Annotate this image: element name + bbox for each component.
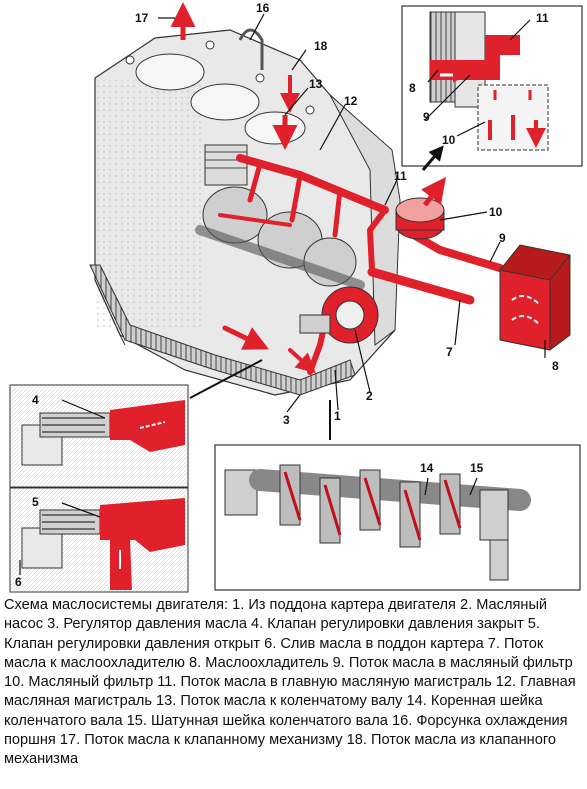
label-2: 2: [366, 389, 373, 403]
label-11: 11: [394, 169, 407, 183]
oil-pump: [299, 286, 379, 344]
inset-label-8: 8: [409, 81, 416, 95]
inset-label-9: 9: [423, 110, 430, 124]
engine-block: [89, 29, 401, 396]
label-3: 3: [283, 413, 290, 427]
label-4: 4: [32, 393, 39, 407]
label-16: 16: [256, 1, 270, 15]
label-14: 14: [420, 461, 434, 475]
label-7: 7: [446, 345, 453, 359]
oil-passages: [218, 154, 504, 375]
label-10: 10: [489, 205, 503, 219]
label-12: 12: [344, 94, 358, 108]
inset-valve-closed: [9, 384, 189, 488]
callout-lines: [19, 13, 546, 575]
number-labels: 17 16 18 13 12 11 10 9 7 8 2 1 3 14 15 4…: [15, 1, 559, 589]
inset-valve-open: [9, 487, 189, 593]
caption: Схема маслосистемы двигателя: 1. Из подд…: [4, 597, 576, 768]
inset-label-11: 11: [536, 11, 549, 25]
label-6: 6: [15, 575, 22, 589]
label-9: 9: [499, 231, 506, 245]
inset-crankshaft: [214, 444, 581, 591]
label-17: 17: [135, 11, 149, 25]
inset-filter-section: [401, 5, 583, 171]
label-5: 5: [32, 495, 39, 509]
oil-filter: [395, 177, 446, 240]
oil-system-diagram: 17 16 18 13 12 11 10 9 7 8 2 1 3 14 15 4…: [9, 1, 583, 593]
label-13: 13: [309, 77, 323, 91]
flow-arrows: [170, 2, 300, 150]
oil-cooler: [499, 244, 571, 351]
inset-label-10: 10: [442, 133, 456, 147]
label-8: 8: [552, 359, 559, 373]
label-18: 18: [314, 39, 328, 53]
label-15: 15: [470, 461, 484, 475]
label-1: 1: [334, 409, 341, 423]
